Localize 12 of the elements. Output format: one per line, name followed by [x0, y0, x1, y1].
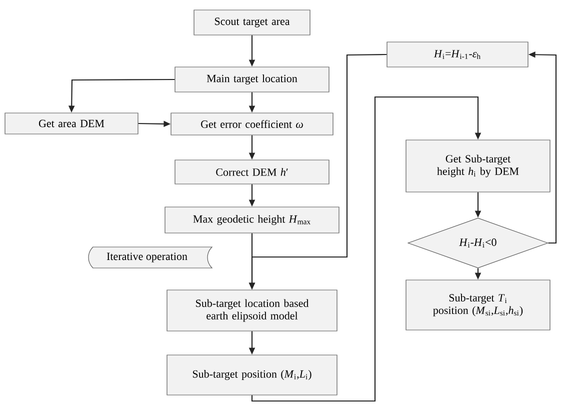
process-box: Max geodetic height H$_{max}$ — [164, 206, 340, 234]
process-box: Get area DEM — [4, 112, 138, 134]
process-box: Sub-target T$_{i}$ position (M$_{si}$,L$_{si}$,h$_{si}$) — [406, 280, 550, 330]
arrow — [251, 96, 482, 402]
process-box: Get error coefficient ω — [170, 112, 334, 136]
process-box: Scout target area — [194, 10, 310, 36]
process-box: Main target location — [174, 66, 330, 92]
process-box: Get Sub-target height h$_{i}$ by DEM — [406, 140, 550, 192]
process-box: H$_{i}$=H$_{i-1}$-ε$_{h}$ — [386, 42, 528, 68]
process-box: Sub-target location based earth elipsoid model — [166, 290, 338, 332]
process-box: Correct DEM h′ — [174, 160, 330, 184]
process-box: Sub-target position (M$_{i}$,L$_{i}$) — [166, 354, 338, 396]
